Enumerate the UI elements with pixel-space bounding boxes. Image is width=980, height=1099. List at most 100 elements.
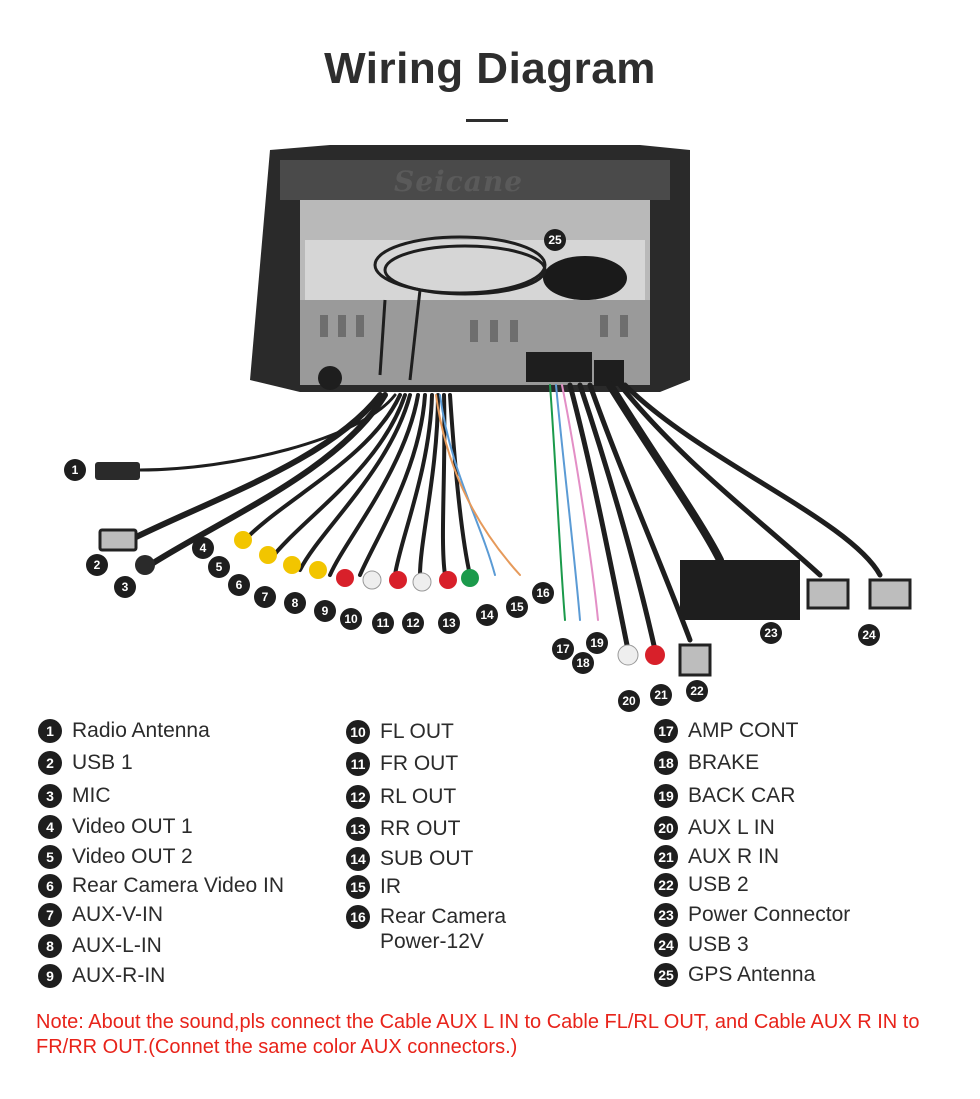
legend-item: 22 USB 2: [654, 872, 749, 897]
legend-label: RL OUT: [380, 785, 457, 808]
legend-badge: 23: [654, 903, 678, 927]
legend-label: AUX R IN: [688, 845, 780, 868]
callout-20: 20: [618, 690, 640, 712]
callout-25: 25: [544, 229, 566, 251]
page-title: Wiring Diagram: [324, 44, 656, 93]
title-underline: [466, 119, 508, 122]
callout-16: 16: [532, 582, 554, 604]
legend-badge: 25: [654, 963, 678, 987]
legend-item: 18 BRAKE: [654, 750, 759, 775]
legend-label: Video OUT 2: [72, 845, 193, 868]
legend-badge: 9: [38, 964, 62, 988]
legend-badge: 21: [654, 845, 678, 869]
connectors-right: [617, 560, 912, 677]
legend-label: AUX-V-IN: [72, 903, 164, 926]
legend-badge: 14: [346, 847, 370, 871]
legend-badge: 16: [346, 905, 370, 929]
sound-note: Note: About the sound,pls connect the Ca…: [36, 1011, 920, 1058]
callout-21: 21: [650, 684, 672, 706]
wiring-illustration: [95, 145, 912, 677]
callout-6: 6: [228, 574, 250, 596]
legend-badge: 12: [346, 785, 370, 809]
legend-label: RR OUT: [380, 817, 461, 840]
callout-2: 2: [86, 554, 108, 576]
legend-badge: 18: [654, 751, 678, 775]
legend-label: Power Connector: [688, 903, 851, 926]
legend-item: 5 Video OUT 2: [38, 844, 193, 869]
legend-item: 6 Rear Camera Video IN: [38, 873, 284, 898]
callout-15: 15: [506, 596, 528, 618]
legend-label: Video OUT 1: [72, 815, 193, 838]
callout-8: 8: [284, 592, 306, 614]
legend-label: AMP CONT: [688, 719, 799, 742]
legend-label: BRAKE: [688, 751, 760, 774]
legend-label: Rear Camera Video IN: [72, 874, 285, 897]
brand-logo: Seicane: [394, 165, 524, 198]
legend-item: 7 AUX-V-IN: [38, 902, 163, 927]
legend-badge: 22: [654, 873, 678, 897]
legend-label: GPS Antenna: [688, 963, 816, 986]
callout-14: 14: [476, 604, 498, 626]
legend-badge: 5: [38, 845, 62, 869]
legend-item: 1 Radio Antenna: [38, 718, 210, 743]
legend-item: 19 BACK CAR: [654, 783, 795, 808]
legend-label: IR: [380, 875, 401, 898]
legend-item: 23 Power Connector: [654, 902, 850, 927]
legend-label: FL OUT: [380, 720, 454, 743]
callout-3: 3: [114, 576, 136, 598]
callout-11: 11: [372, 612, 394, 634]
legend-badge: 24: [654, 933, 678, 957]
legend-item: 12 RL OUT: [346, 784, 456, 809]
harness-right: [549, 381, 883, 653]
legend-label: USB 1: [72, 751, 133, 774]
legend-item: 4 Video OUT 1: [38, 814, 193, 839]
legend-item: 25 GPS Antenna: [654, 962, 815, 987]
callout-22: 22: [686, 680, 708, 702]
legend-badge: 4: [38, 815, 62, 839]
legend-item: 2 USB 1: [38, 750, 133, 775]
legend-label: USB 3: [688, 933, 749, 956]
legend-label: Rear Camera Power-12V: [380, 905, 507, 953]
legend-badge: 10: [346, 720, 370, 744]
legend-badge: 19: [654, 784, 678, 808]
callout-24: 24: [858, 624, 880, 646]
callout-17: 17: [552, 638, 574, 660]
legend-badge: 15: [346, 875, 370, 899]
legend-badge: 3: [38, 784, 62, 808]
legend-badge: 2: [38, 751, 62, 775]
callout-19: 19: [586, 632, 608, 654]
legend-item: 21 AUX R IN: [654, 844, 779, 869]
callout-9: 9: [314, 600, 336, 622]
legend-label: BACK CAR: [688, 784, 796, 807]
head-unit: [250, 145, 690, 392]
legend-badge: 20: [654, 816, 678, 840]
legend-item: 15 IR: [346, 874, 401, 899]
callout-5: 5: [208, 556, 230, 578]
legend-badge: 7: [38, 903, 62, 927]
legend-item: 16 Rear Camera Power-12V: [346, 904, 506, 954]
gps-cable: [373, 235, 547, 381]
legend-badge: 17: [654, 719, 678, 743]
legend-item: 24 USB 3: [654, 932, 749, 957]
legend-label: MIC: [72, 784, 111, 807]
callout-18: 18: [572, 652, 594, 674]
legend-label: AUX-L-IN: [72, 934, 162, 957]
legend-badge: 1: [38, 719, 62, 743]
legend-item: 17 AMP CONT: [654, 718, 798, 743]
legend-label: Radio Antenna: [72, 719, 210, 742]
legend-badge: 6: [38, 874, 62, 898]
legend-label: SUB OUT: [380, 847, 474, 870]
connectors-left: [95, 462, 479, 592]
callout-4: 4: [192, 537, 214, 559]
legend-label: USB 2: [688, 873, 749, 896]
legend-badge: 13: [346, 817, 370, 841]
callout-13: 13: [438, 612, 460, 634]
callout-10: 10: [340, 608, 362, 630]
harness-left: [127, 392, 521, 577]
callout-23: 23: [760, 622, 782, 644]
legend-badge: 11: [346, 752, 370, 776]
